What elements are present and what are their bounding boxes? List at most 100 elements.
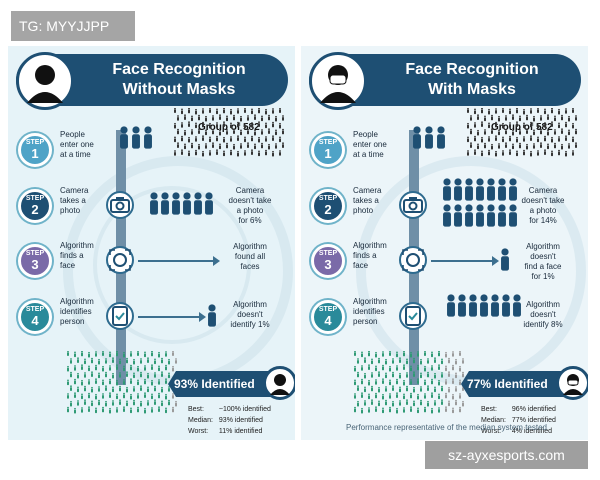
person-figure xyxy=(438,379,440,386)
person-figure xyxy=(77,357,79,363)
person-figure xyxy=(495,108,497,114)
person-figure xyxy=(140,400,142,407)
person-figure xyxy=(361,351,363,358)
people-row-step-1 xyxy=(120,126,152,149)
person-figure xyxy=(410,365,412,372)
person-figure xyxy=(265,122,267,129)
person-figure xyxy=(191,129,193,135)
person-figure xyxy=(544,108,546,115)
id-check-icon xyxy=(399,302,427,330)
person-figure xyxy=(105,385,107,391)
source-tag: TG: MYYJJPP xyxy=(11,11,135,41)
person-figure xyxy=(382,351,384,357)
person-figure xyxy=(91,386,93,393)
person-figure xyxy=(198,143,200,150)
person-figure xyxy=(181,122,183,128)
person-figure xyxy=(501,248,509,271)
person-figure xyxy=(544,135,546,142)
person-figure xyxy=(368,364,370,370)
person-figure xyxy=(509,149,511,155)
person-figure xyxy=(70,400,72,407)
person-figure xyxy=(568,129,570,136)
person-figure xyxy=(561,114,563,121)
person-figure xyxy=(133,386,135,392)
person-figure xyxy=(230,136,232,142)
person-figure xyxy=(502,294,510,317)
person-figure xyxy=(279,108,281,113)
person-figure xyxy=(465,204,473,227)
person-figure xyxy=(81,393,83,400)
result-face-icon xyxy=(263,366,295,400)
person-figure xyxy=(375,379,377,385)
person-figure xyxy=(70,385,72,391)
person-figure xyxy=(116,351,118,357)
person-figure xyxy=(126,386,128,393)
person-figure xyxy=(109,378,111,385)
person-figure xyxy=(275,129,277,136)
panel-title-line2: With Masks xyxy=(428,81,516,98)
person-no-face-found xyxy=(501,248,509,271)
person-figure xyxy=(223,150,225,157)
person-figure xyxy=(480,294,488,317)
person-figure xyxy=(151,351,153,357)
person-figure xyxy=(198,114,200,121)
person-figure xyxy=(459,351,461,356)
person-figure xyxy=(417,393,419,400)
people-row-step-2 xyxy=(443,178,517,227)
person-figure xyxy=(174,150,176,156)
person-figure xyxy=(441,372,443,378)
person-figure xyxy=(177,115,179,121)
person-figure xyxy=(389,406,391,413)
person-figure xyxy=(205,192,213,215)
person-figure xyxy=(420,372,422,379)
person-figure xyxy=(154,372,156,378)
person-figure xyxy=(441,399,443,405)
person-figure xyxy=(371,399,373,405)
person-figure xyxy=(237,108,239,114)
person-figure xyxy=(505,115,507,121)
person-figure xyxy=(420,399,422,406)
panel-with-masks: Face Recognition With Masks Group of 582… xyxy=(301,46,588,440)
person-figure xyxy=(488,122,490,129)
person-figure xyxy=(230,122,232,129)
camera-icon xyxy=(106,191,134,219)
person-figure xyxy=(547,114,549,120)
person-figure xyxy=(272,108,274,114)
person-figure xyxy=(438,407,440,413)
person-figure xyxy=(371,372,373,378)
person-figure xyxy=(144,407,146,414)
person-figure xyxy=(399,400,401,406)
person-figure xyxy=(84,385,86,392)
person-figure xyxy=(516,150,518,157)
person-figure xyxy=(467,136,469,143)
person-figure xyxy=(174,122,176,129)
person-figure xyxy=(140,371,142,378)
person-figure xyxy=(481,121,483,127)
person-figure xyxy=(537,108,539,113)
group-label: Group of 582 xyxy=(491,122,553,133)
person-figure xyxy=(84,399,86,405)
person-figure xyxy=(424,351,426,356)
person-figure xyxy=(191,142,193,149)
person-figure xyxy=(172,393,174,399)
person-figure xyxy=(385,386,387,392)
person-figure xyxy=(551,121,553,127)
person-figure xyxy=(109,392,111,398)
person-figure xyxy=(147,372,149,379)
person-figure xyxy=(455,386,457,392)
person-figure xyxy=(258,136,260,143)
person-figure xyxy=(84,358,86,365)
person-figure xyxy=(184,143,186,150)
person-figure xyxy=(462,400,464,407)
person-figure xyxy=(447,294,455,317)
person-figure xyxy=(572,108,574,113)
person-figure xyxy=(512,129,514,136)
person-figure xyxy=(498,115,500,122)
person-figure xyxy=(132,126,140,149)
person-figure xyxy=(413,126,421,149)
person-figure xyxy=(130,393,132,400)
person-figure xyxy=(188,136,190,143)
